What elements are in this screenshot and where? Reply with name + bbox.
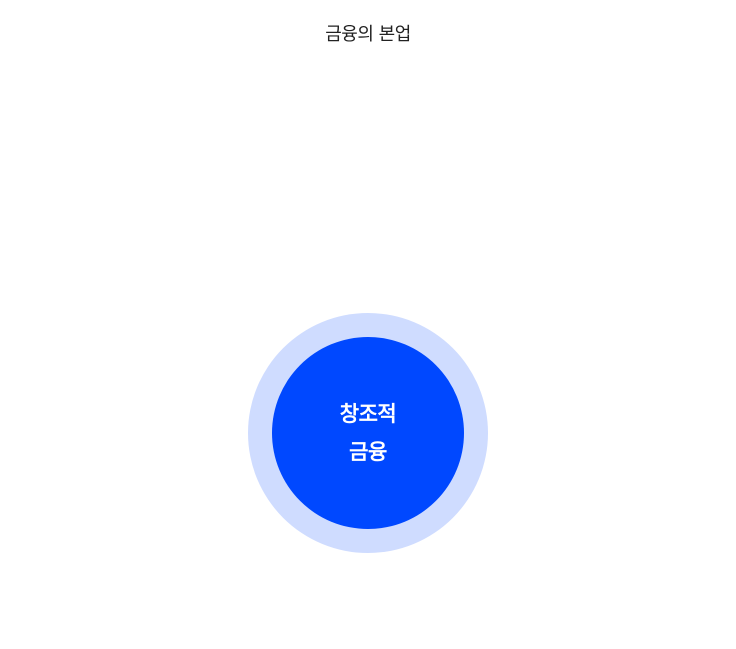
core-circle: 창조적 금융 bbox=[272, 337, 464, 529]
core-label-line-1: 창조적 bbox=[339, 402, 397, 426]
page-title: 금융의 본업 bbox=[325, 24, 411, 45]
core-label-line-2: 금융 bbox=[349, 440, 387, 464]
